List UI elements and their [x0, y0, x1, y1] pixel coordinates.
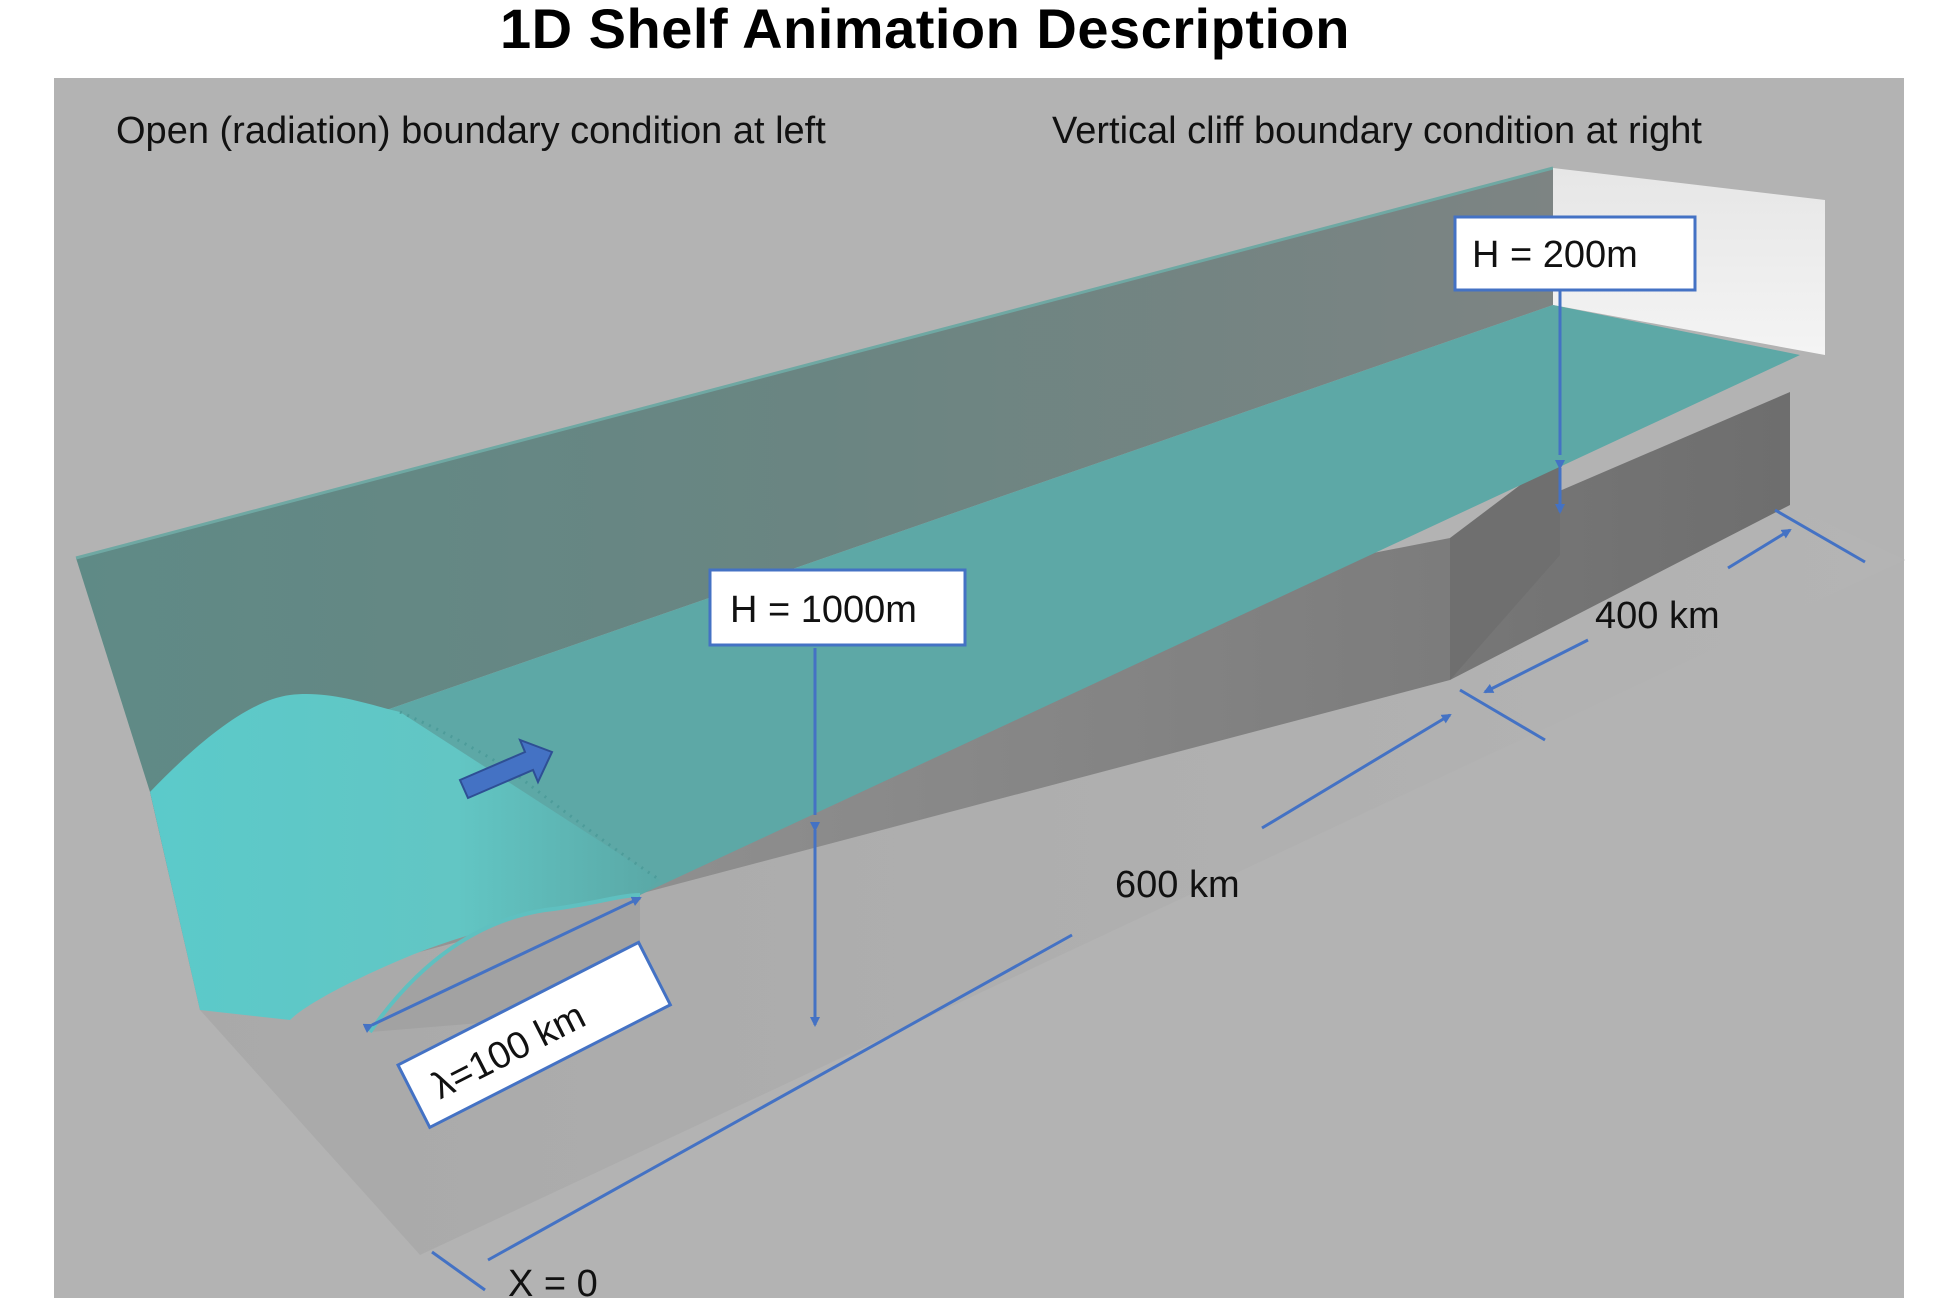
left-boundary-label: Open (radiation) boundary condition at l…	[116, 110, 826, 152]
shelf-depth-box: H = 200m	[1453, 215, 1697, 292]
back-wall-edge	[75, 166, 1554, 560]
right-boundary-label: Vertical cliff boundary condition at rig…	[1052, 110, 1702, 152]
deep-length-line-lower	[487, 933, 1073, 1262]
tsunami-wave	[150, 693, 660, 1020]
shelf-boundary-tick	[1459, 688, 1546, 742]
deep-length-label: 600 km	[1115, 864, 1240, 906]
shelf-length-line-lower	[1483, 638, 1589, 694]
origin-tick	[431, 1250, 486, 1292]
shelf-length-label: 400 km	[1595, 595, 1720, 637]
propagation-arrow	[458, 738, 554, 800]
origin-label: X = 0	[508, 1263, 598, 1305]
channel-floor	[200, 505, 1905, 1255]
deep-depth-box: H = 1000m	[708, 568, 967, 647]
page-title: 1D Shelf Animation Description	[500, 0, 1350, 60]
deep-depth-label: H = 1000m	[730, 589, 917, 631]
shelf-length-line-upper	[1727, 528, 1792, 570]
back-wall	[76, 168, 1553, 792]
shelf-region-side	[1450, 392, 1790, 680]
shelf-step	[1450, 455, 1560, 680]
shelf-depth-label: H = 200m	[1472, 234, 1638, 276]
right-end-tick	[1774, 508, 1866, 564]
deep-length-line-upper	[1261, 713, 1452, 830]
water-surface	[150, 305, 1800, 895]
wavelength-arrow	[362, 896, 642, 1033]
